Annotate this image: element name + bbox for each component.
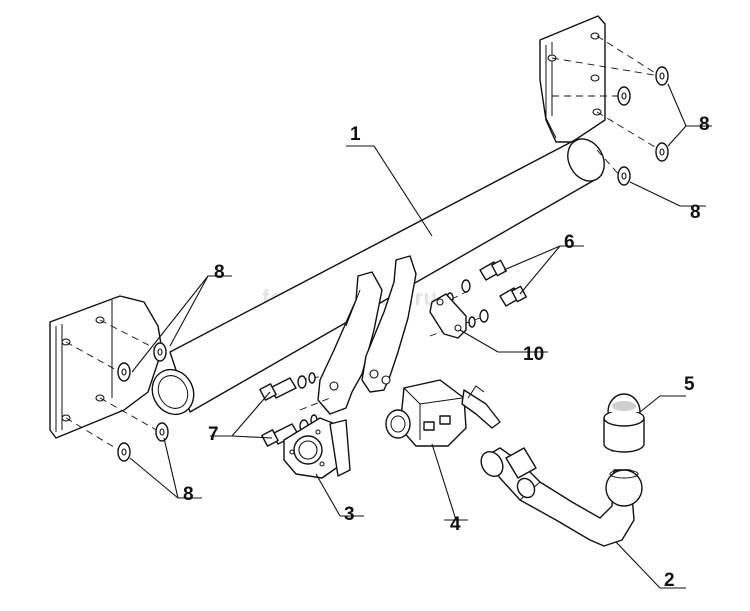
spacer-plate [429,293,467,339]
washer [153,342,167,362]
callout-8-right-upper: 8 [699,114,710,135]
crossbar-tube [151,138,605,416]
callout-7: 7 [208,424,219,445]
washers-left [117,342,169,462]
callout-10: 10 [523,344,544,365]
callout-8-left-lower: 8 [183,484,194,505]
bolts-upper-right [446,259,527,328]
washer [655,66,669,86]
callout-labels: 1 8 8 8 8 6 10 7 3 4 5 2 [183,114,710,591]
callout-8-left-upper: 8 [214,262,225,283]
callout-2: 2 [664,570,675,591]
washer [117,362,131,382]
hitch-receiver-socket [385,379,501,447]
callout-5: 5 [684,374,695,395]
washer [617,86,631,106]
ball-cover-cap [603,393,645,453]
left-mounting-bracket [49,295,163,439]
washer [117,442,131,462]
washer [617,166,631,186]
washer [655,142,669,162]
callout-1: 1 [350,124,361,145]
tow-ball-neck [480,447,643,547]
washers-right [617,66,669,186]
callout-4: 4 [450,514,461,535]
socket-bracket [283,417,351,479]
callout-3: 3 [344,504,355,525]
leader-lines [129,83,712,589]
central-mounting-plates [317,255,417,415]
callout-8-right-lower: 8 [690,202,701,223]
washer [155,422,169,442]
callout-6: 6 [564,232,575,253]
right-mounting-bracket [539,15,606,143]
